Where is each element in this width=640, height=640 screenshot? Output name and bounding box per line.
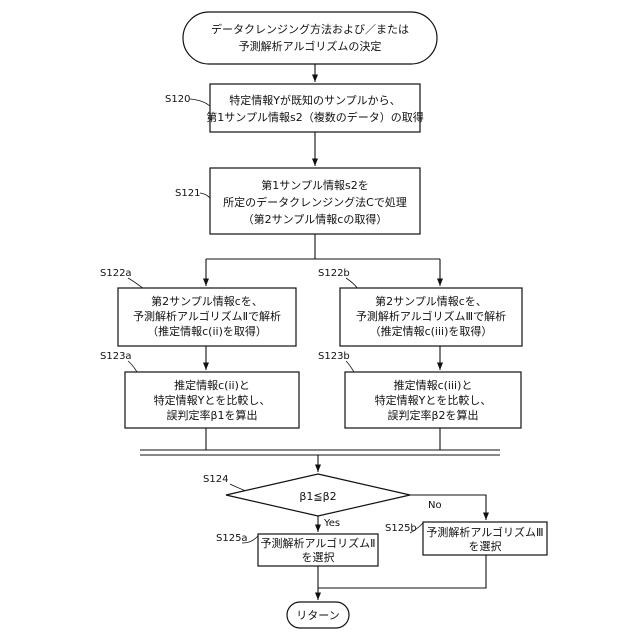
step-label-s124: S124 [203, 474, 228, 485]
s121-text-1: 第1サンプル情報s2を [261, 178, 368, 192]
leader-s122a [128, 278, 144, 289]
end-node: リターン [287, 602, 349, 628]
s122b-text-3: （推定情報c(iii)を取得） [370, 324, 493, 338]
s120-text-2: 第1サンプル情報s2（複数のデータ）の取得 [206, 110, 423, 124]
leader-s123a [128, 361, 137, 372]
leader-s120 [190, 99, 210, 106]
s123b-text-2: 特定情報Yとを比較し、 [375, 393, 492, 407]
process-s125b: S125b 予測解析アルゴリズムⅢ を選択 [385, 522, 547, 555]
s122a-text-1: 第2サンプル情報cを、 [151, 294, 263, 308]
s120-text-1: 特定情報Yが既知のサンプルから、 [229, 93, 400, 107]
s125a-text-1: 予測解析アルゴリズムⅡ [260, 536, 375, 550]
step-label-s122b: S122b [318, 268, 350, 279]
s123b-text-1: 推定情報c(iii)と [394, 378, 473, 392]
process-s125a: S125a 予測解析アルゴリズムⅡ を選択 [216, 533, 378, 566]
start-node: データクレンジング方法および／または 予測解析アルゴリズムの決定 [183, 12, 437, 64]
decision-s124: S124 β1≦β2 [203, 474, 410, 516]
yes-label: Yes [323, 518, 340, 529]
process-s121: S121 第1サンプル情報s2を 所定のデータクレンジング法Cで処理 （第2サン… [175, 168, 420, 234]
step-label-s122a: S122a [100, 268, 132, 279]
step-label-s121: S121 [175, 188, 200, 199]
s122b-text-2: 予測解析アルゴリズムⅢで解析 [356, 309, 506, 323]
s122a-text-3: （推定情報c(ii)を取得） [147, 324, 267, 338]
start-text-2: 予測解析アルゴリズムの決定 [239, 39, 382, 53]
edge-s124-no [410, 495, 486, 520]
end-text: リターン [296, 609, 339, 622]
s123a-text-3: 誤判定率β1を算出 [166, 408, 257, 422]
s125b-text-2: を選択 [469, 539, 502, 553]
s123a-text-2: 特定情報Yとを比較し、 [154, 393, 271, 407]
process-s123b: S123b 推定情報c(iii)と 特定情報Yとを比較し、 誤判定率β2を算出 [318, 351, 521, 428]
process-s120: S120 特定情報Yが既知のサンプルから、 第1サンプル情報s2（複数のデータ）… [165, 84, 424, 132]
leader-s123b [346, 361, 354, 372]
s122b-text-1: 第2サンプル情報cを、 [375, 294, 487, 308]
leader-s122b [346, 278, 358, 289]
s124-condition: β1≦β2 [299, 490, 336, 503]
no-label: No [428, 500, 442, 511]
process-s122b: S122b 第2サンプル情報cを、 予測解析アルゴリズムⅢで解析 （推定情報c(… [318, 268, 522, 346]
s125b-text-1: 予測解析アルゴリズムⅢ [426, 525, 543, 539]
s123b-text-3: 誤判定率β2を算出 [387, 408, 478, 422]
s122a-text-2: 予測解析アルゴリズムⅡで解析 [133, 309, 281, 323]
step-label-s125a: S125a [216, 533, 248, 544]
process-s123a: S123a 推定情報c(ii)と 特定情報Yとを比較し、 誤判定率β1を算出 [100, 351, 299, 428]
step-label-s123b: S123b [318, 351, 350, 362]
process-s122a: S122a 第2サンプル情報cを、 予測解析アルゴリズムⅡで解析 （推定情報c(… [100, 268, 296, 346]
s121-text-2: 所定のデータクレンジング法Cで処理 [223, 195, 407, 209]
step-label-s123a: S123a [100, 351, 132, 362]
start-text-1: データクレンジング方法および／または [211, 22, 409, 36]
s121-text-3: （第2サンプル情報cの取得） [243, 212, 388, 226]
s125a-text-2: を選択 [302, 550, 335, 564]
s123a-text-1: 推定情報c(ii)と [174, 378, 250, 392]
leader-s121 [200, 193, 210, 198]
step-label-s120: S120 [165, 94, 190, 105]
